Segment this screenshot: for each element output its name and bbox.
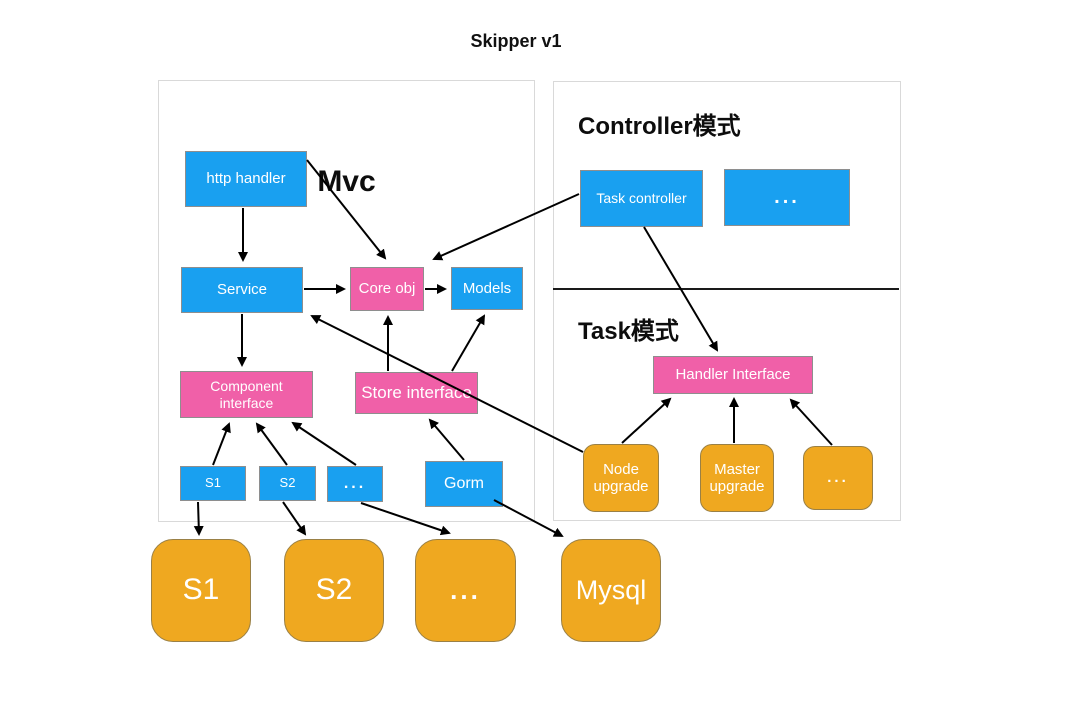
core-obj-node: Core obj: [350, 267, 424, 311]
s1-small-node: S1: [180, 466, 246, 501]
mysql-store-node: Mysql: [561, 539, 661, 642]
s2-small-node: S2: [259, 466, 316, 501]
handler-interface-node: Handler Interface: [653, 356, 813, 394]
s1-store-node: S1: [151, 539, 251, 642]
models-node: Models: [451, 267, 523, 310]
master-upgrade-node: Master upgrade: [700, 444, 774, 512]
controller-mode-heading: Controller模式: [578, 113, 741, 140]
controller-dots-node: ...: [724, 169, 850, 226]
http-handler-node: http handler: [185, 151, 307, 207]
task-dots-node: ...: [803, 446, 873, 510]
node-upgrade-node: Node upgrade: [583, 444, 659, 512]
mode-divider: [553, 288, 899, 290]
page-title: Skipper v1: [470, 31, 562, 51]
task-controller-node: Task controller: [580, 170, 703, 227]
mvc-dots-node: ...: [327, 466, 383, 502]
component-interface-node: Component interface: [180, 371, 313, 418]
store-interface-node: Store interface: [355, 372, 478, 414]
gorm-node: Gorm: [425, 461, 503, 507]
service-node: Service: [181, 267, 303, 313]
task-mode-heading: Task模式: [578, 318, 679, 345]
dots-store-node: ...: [415, 539, 516, 642]
s2-store-node: S2: [284, 539, 384, 642]
